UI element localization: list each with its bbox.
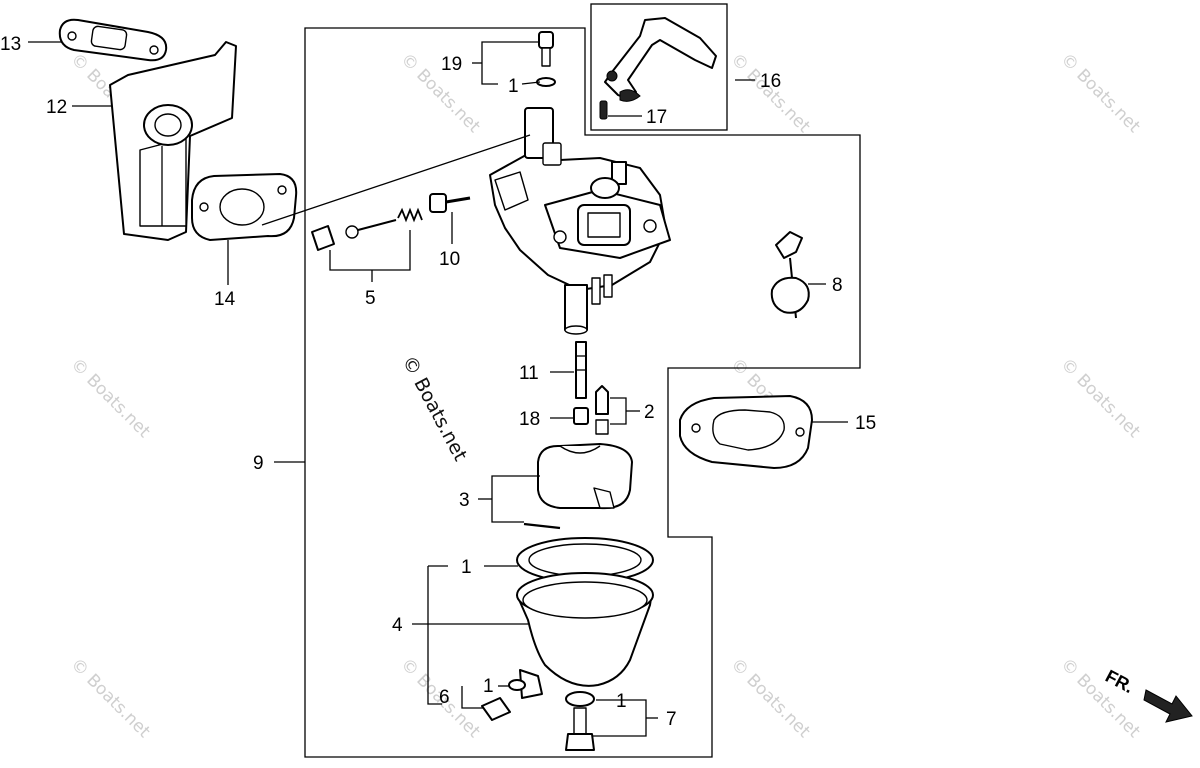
- watermark: © Boats.net: [1056, 49, 1144, 137]
- callout-3: 3: [459, 490, 470, 511]
- float-needle-8: [770, 231, 810, 319]
- float-bowl-4: [516, 537, 654, 699]
- callout-8: 8: [832, 275, 843, 296]
- watermark: © Boats.net: [1056, 654, 1144, 742]
- watermark: © Boats.net: [66, 354, 154, 442]
- main-jet-18: [573, 407, 589, 425]
- watermark-center: © Boats.net: [398, 352, 472, 465]
- callout-1-drain-washer: 1: [483, 676, 494, 697]
- assembly-outline: [304, 27, 861, 758]
- pilot-screw-5: [311, 207, 423, 251]
- gasket-13: [58, 18, 168, 62]
- gasket-14: [191, 173, 298, 241]
- bowl-bolt-7: [565, 691, 595, 751]
- watermark: © Boats.net: [1056, 354, 1144, 442]
- callout-6: 6: [439, 687, 450, 708]
- callout-1-bolt-washer: 1: [616, 691, 627, 712]
- watermark: © Boats.net: [66, 654, 154, 742]
- callout-15: 15: [855, 413, 876, 434]
- callout-9: 9: [253, 453, 264, 474]
- callout-14: 14: [214, 289, 236, 310]
- choke-lever-box: [590, 3, 728, 131]
- screw-19: [536, 31, 556, 87]
- callout-11: 11: [519, 363, 539, 384]
- callout-4: 4: [392, 615, 403, 636]
- callout-7: 7: [666, 709, 677, 730]
- watermark: © Boats.net: [726, 49, 814, 137]
- callout-17: 17: [646, 107, 667, 128]
- bracket-12: [109, 41, 237, 241]
- fr-arrow-icon: [1143, 689, 1193, 723]
- float-3: [523, 443, 633, 530]
- leader-lines: [28, 41, 848, 737]
- callout-10: 10: [439, 249, 460, 270]
- watermark: © Boats.net: [726, 654, 814, 742]
- gasket-15: [679, 395, 813, 469]
- callout-5: 5: [365, 288, 376, 309]
- emulsion-tube-11: [575, 341, 587, 399]
- callout-18: 18: [519, 409, 540, 430]
- throttle-stop-screw-10: [429, 193, 471, 213]
- callout-13: 13: [0, 34, 21, 55]
- callout-1-washer: 1: [508, 76, 519, 97]
- carburetor-body: [489, 107, 671, 335]
- callout-12: 12: [46, 97, 67, 118]
- choke-lever-16: [604, 17, 717, 102]
- float-valve-2: [595, 385, 609, 435]
- callout-1-oring: 1: [461, 557, 472, 578]
- callout-16: 16: [760, 71, 781, 92]
- callout-19: 19: [441, 54, 462, 75]
- callout-labels: 13 12 14 19 1 16 17 5 10 8 11 18 2 15 9 …: [0, 34, 876, 730]
- callout-2: 2: [644, 402, 655, 423]
- clip-17: [599, 100, 608, 120]
- drain-screw-6: [481, 679, 526, 721]
